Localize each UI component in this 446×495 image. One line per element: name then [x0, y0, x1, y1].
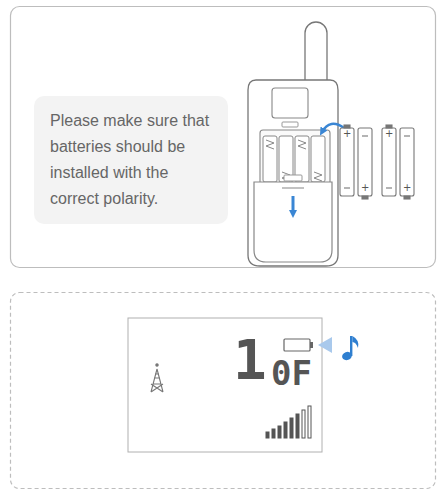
- channel-number: 1: [233, 332, 267, 388]
- polarity-mark: +: [385, 129, 393, 139]
- lcd-code: 0F: [271, 356, 312, 390]
- signal-bars: [266, 406, 311, 438]
- radio-button: [282, 122, 298, 127]
- antenna-icon: [151, 364, 163, 392]
- slide-arrow: [292, 196, 295, 214]
- polarity-mark: +: [343, 129, 351, 139]
- panel: [11, 7, 436, 268]
- music-note: [341, 336, 358, 361]
- polarity-mark: +: [361, 183, 369, 193]
- sound-beam: [318, 337, 332, 353]
- loose-batteries: [340, 125, 414, 199]
- radio-body: [248, 80, 338, 266]
- panel: [11, 293, 436, 489]
- installed-batteries: [263, 136, 325, 182]
- polarity-mark: +: [403, 183, 411, 193]
- radio-screen: [272, 88, 308, 118]
- note-text: Please make sure that batteries should b…: [50, 108, 212, 212]
- battery-icon: [284, 339, 310, 351]
- note-box: Please make sure that batteries should b…: [34, 96, 228, 224]
- lcd-screen: [128, 318, 322, 452]
- battery-cover: [254, 182, 332, 262]
- battery-compartment: [260, 130, 330, 186]
